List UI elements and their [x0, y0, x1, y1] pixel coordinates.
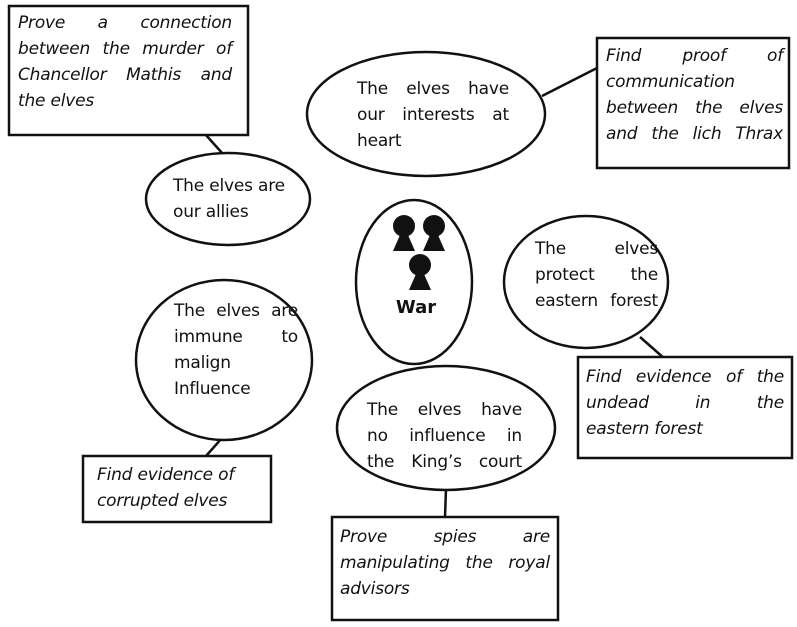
pawn-icon	[423, 215, 445, 251]
task-box-lich	[595, 36, 791, 170]
task-line: undead in the	[586, 393, 784, 413]
task-line: Find proof of	[606, 46, 783, 66]
belief-text-interests: The elves have our interests at heart	[357, 76, 509, 154]
task-box-murder	[7, 4, 250, 137]
task-line: communication	[606, 72, 735, 92]
task-line: Find evidence of	[97, 465, 235, 485]
task-box-undead	[576, 355, 794, 460]
task-box-spies	[330, 515, 560, 622]
task-text-lich: Find proof of communication between the …	[606, 43, 783, 147]
belief-node-court	[335, 364, 557, 492]
task-line: corrupted elves	[97, 491, 228, 511]
task-line: eastern forest	[586, 419, 703, 439]
belief-node-allies	[144, 151, 312, 247]
belief-text-allies: The elves are our allies	[173, 173, 285, 225]
connector-forest-undead	[639, 336, 666, 360]
belief-line: heart	[357, 131, 402, 151]
belief-line: The elves are	[173, 176, 285, 196]
pawn-icon	[409, 254, 431, 290]
pawn-group-icon	[393, 215, 445, 290]
task-line: Find evidence of the	[586, 367, 784, 387]
belief-line: our allies	[173, 202, 249, 222]
belief-line: eastern forest	[535, 291, 658, 311]
pawn-icon	[393, 215, 415, 251]
task-line: advisors	[340, 579, 410, 599]
belief-line: immune to	[174, 327, 298, 347]
belief-node-immune	[134, 278, 314, 442]
belief-text-forest: The elves protect the eastern forest	[535, 236, 658, 314]
task-line: and the lich Thrax	[606, 124, 783, 144]
task-line: the elves	[18, 91, 95, 111]
task-text-spies: Prove spies are manipulating the royal a…	[340, 524, 550, 602]
belief-line: The elves are	[174, 301, 298, 321]
task-line: Chancellor Mathis and	[18, 65, 232, 85]
task-line: Prove a connection	[18, 13, 232, 33]
task-line: between the murder of	[18, 39, 232, 59]
belief-text-immune: The elves are immune to malign Influence	[174, 298, 298, 402]
connector-interests-lich	[541, 66, 598, 98]
belief-line: our interests at	[357, 105, 509, 125]
task-line: between the elves	[606, 98, 783, 118]
task-box-corrupted	[81, 454, 273, 524]
center-label: War	[395, 297, 437, 318]
task-line: Prove spies are	[340, 527, 550, 547]
belief-text-court: The elves have no influence in the King’…	[367, 397, 522, 475]
belief-line: The elves	[535, 239, 658, 259]
belief-line: malign	[174, 353, 231, 373]
task-text-corrupted: Find evidence of corrupted elves	[97, 462, 265, 514]
belief-line: Influence	[174, 379, 251, 399]
belief-line: The elves have	[367, 400, 522, 420]
belief-node-interests	[305, 50, 547, 178]
belief-line: the King’s court	[367, 452, 522, 472]
task-line: manipulating the royal	[340, 553, 550, 573]
belief-line: no influence in	[367, 426, 522, 446]
connector-murder-allies	[204, 133, 224, 155]
connector-court-spies	[443, 488, 448, 518]
belief-line: protect the	[535, 265, 658, 285]
belief-line: The elves have	[357, 79, 509, 99]
belief-node-forest	[502, 214, 670, 350]
task-text-murder: Prove a connection between the murder of…	[18, 10, 232, 114]
task-text-undead: Find evidence of the undead in the easte…	[586, 364, 784, 442]
